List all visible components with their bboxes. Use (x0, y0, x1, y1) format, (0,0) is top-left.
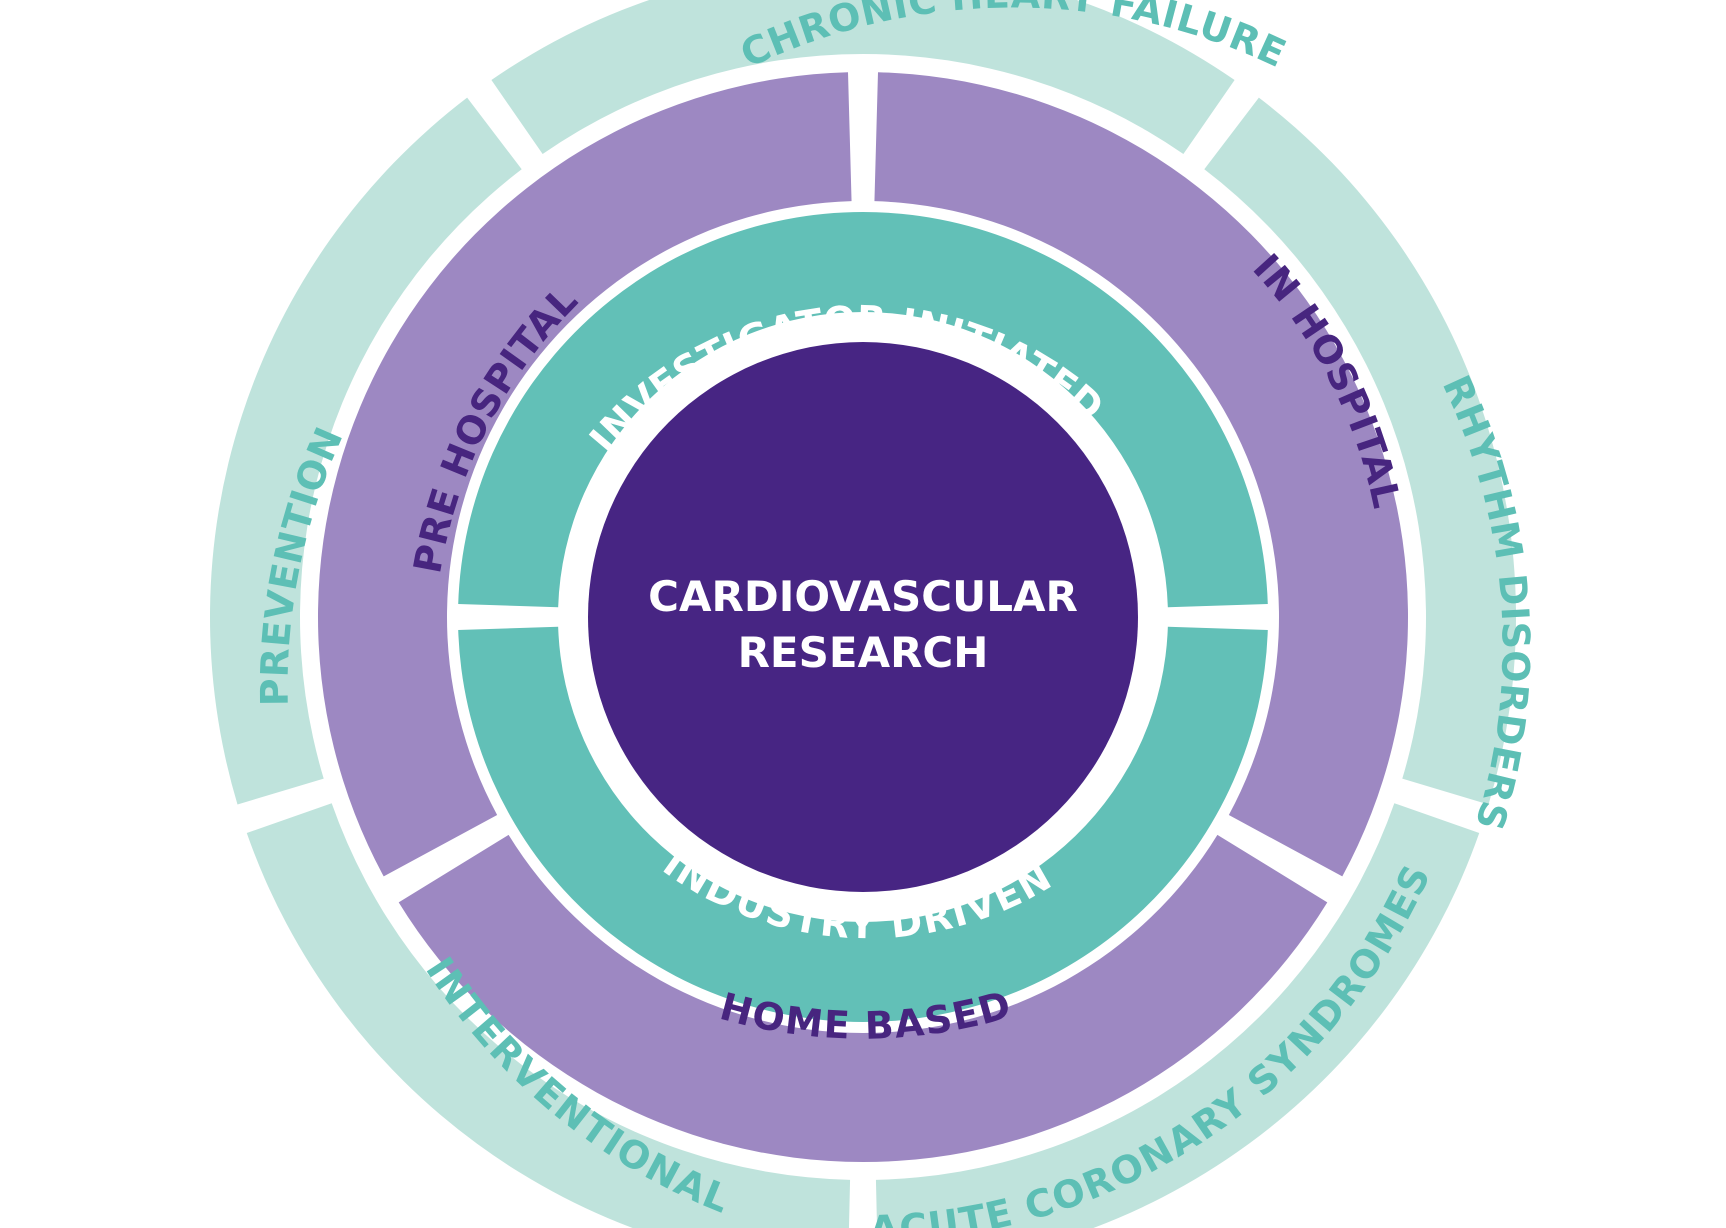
outer-segment-prevention (210, 97, 522, 805)
middle-segment-in-hospital (874, 72, 1408, 877)
middle-segment-pre-hospital (318, 72, 852, 877)
outer-segment-acute-coronary-syndromes (875, 803, 1480, 1228)
middle-segment-home-based (398, 834, 1328, 1162)
inner-segment-industry-driven (458, 626, 1268, 1022)
outer-segment-chronic-heart-failure (491, 0, 1235, 155)
inner-segment-investigator-initiated (458, 212, 1268, 608)
outer-segment-rhythm-disorders (1204, 97, 1516, 805)
center-title-line-2: RESEARCH (738, 628, 989, 677)
outer-segment-interventional (246, 803, 851, 1228)
center-title-line-1: CARDIOVASCULAR (648, 572, 1078, 621)
core-circle (588, 342, 1138, 892)
